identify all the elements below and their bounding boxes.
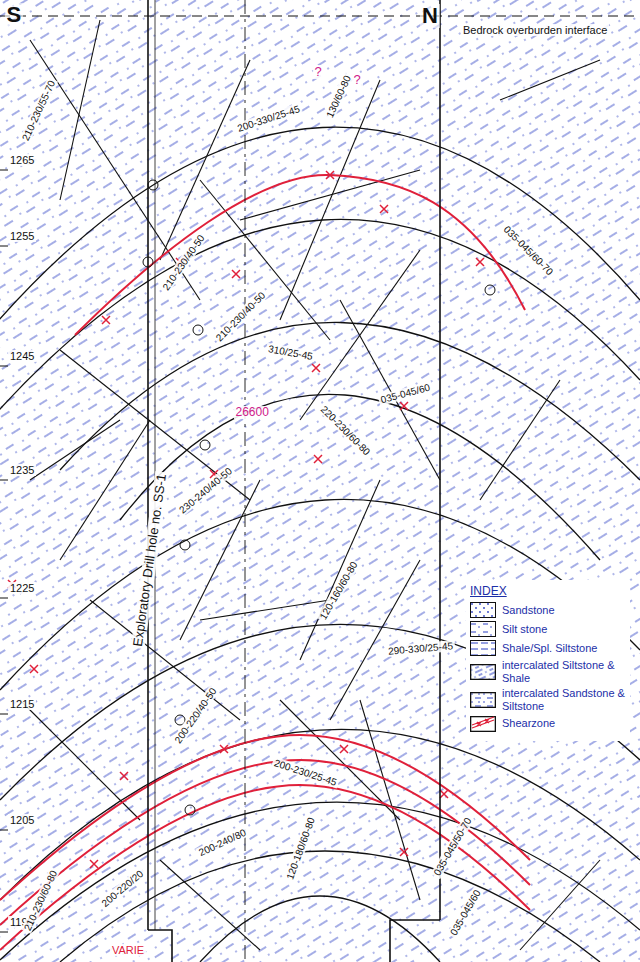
legend-swatch: [470, 621, 496, 637]
legend-swatch: [470, 716, 496, 732]
legend-text: Shearzone: [502, 717, 555, 730]
legend-text: Silt stone: [502, 623, 547, 636]
legend-text: Sandstone: [502, 604, 555, 617]
legend-row: intercalated Siltstone & Shale: [470, 659, 626, 684]
legend-swatch: [470, 602, 496, 618]
query-mark: ?: [313, 65, 324, 79]
elevation-label: 1255: [8, 230, 36, 242]
elevation-label: 1235: [8, 464, 36, 476]
legend-text: Shale/Spl. Siltstone: [502, 642, 597, 655]
query-mark: ?: [352, 73, 363, 87]
legend-text: intercalated Sandstone & Siltstone: [502, 687, 626, 712]
elevation-label: 1205: [8, 814, 36, 826]
elevation-label: 1225: [8, 582, 36, 594]
legend-swatch: [470, 692, 496, 708]
elevation-label: 1245: [8, 350, 36, 362]
legend-text: intercalated Siltstone & Shale: [502, 659, 626, 684]
cut-note: VARIE: [110, 944, 146, 956]
direction-letter: N: [420, 4, 440, 28]
legend-row: intercalated Sandstone & Siltstone: [470, 687, 626, 712]
direction-letter: S: [5, 3, 24, 27]
legend-row: Silt stone: [470, 621, 626, 637]
interface-note: Bedrock overburden interface: [461, 24, 609, 36]
legend-row: Shearzone: [470, 716, 626, 732]
legend-row: Shale/Spl. Siltstone: [470, 640, 626, 656]
elevation-label: 1215: [8, 698, 36, 710]
legend-swatch: [470, 664, 496, 680]
legend-row: Sandstone: [470, 602, 626, 618]
legend: INDEX SandstoneSilt stoneShale/Spl. Silts…: [466, 580, 630, 741]
legend-title: INDEX: [470, 584, 626, 598]
chainage-label: 26600: [234, 406, 271, 419]
elevation-label: 1265: [8, 154, 36, 166]
legend-swatch: [470, 640, 496, 656]
